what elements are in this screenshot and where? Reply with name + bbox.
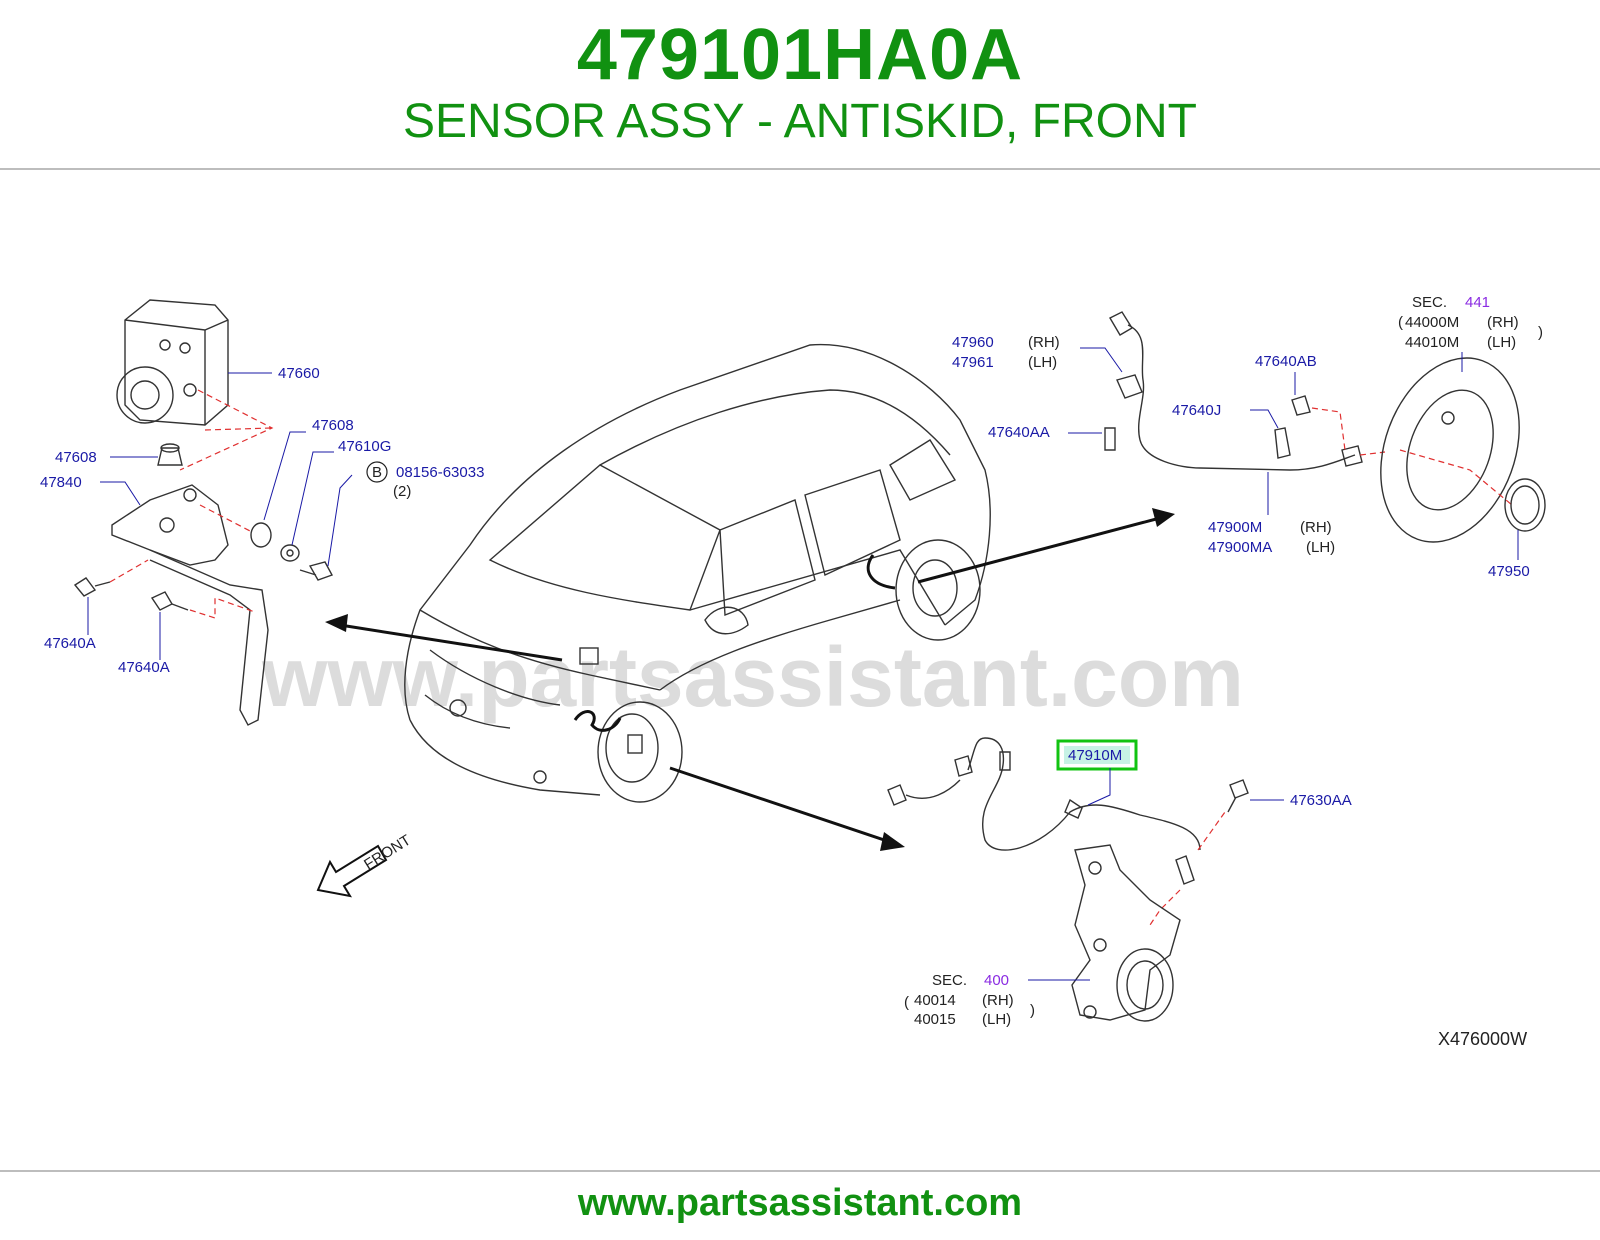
backing-plate xyxy=(1380,357,1520,543)
label-47608-left: 47608 xyxy=(55,449,97,466)
label-47961: 47961 xyxy=(952,354,994,371)
label-44000m-rh: (RH) xyxy=(1487,314,1519,331)
label-47608-right: 47608 xyxy=(312,417,354,434)
label-47640j: 47640J xyxy=(1172,402,1221,419)
car-illustration xyxy=(404,343,991,803)
label-47640ab: 47640AB xyxy=(1255,353,1317,370)
bolt-47630aa xyxy=(1227,779,1249,813)
label-sec400: 400 xyxy=(984,972,1009,989)
bolt-b xyxy=(299,561,334,581)
highlight-fill xyxy=(1064,746,1130,764)
bolt-b-letter: B xyxy=(372,464,382,481)
label-44010m-lh: (LH) xyxy=(1487,334,1516,351)
label-47640a-right: 47640A xyxy=(118,659,170,676)
top-divider xyxy=(0,168,1600,170)
footer-url[interactable]: www.partsassistant.com xyxy=(577,1182,1023,1224)
label-47960: 47960 xyxy=(952,334,994,351)
rear-sensor-harness xyxy=(1104,311,1386,471)
label-47900ma: 47900MA xyxy=(1208,539,1272,556)
label-47900m: 47900M xyxy=(1208,519,1262,536)
label-sec441-prefix: SEC. xyxy=(1412,294,1447,311)
label-47640a-left: 47640A xyxy=(44,635,96,652)
diagram-code: X476000W xyxy=(1438,1029,1527,1049)
header: 479101HA0A SENSOR ASSY - ANTISKID, FRONT xyxy=(0,0,1600,170)
brace-400-close: ) xyxy=(1030,1002,1035,1019)
washer xyxy=(280,544,300,562)
label-40014: 40014 xyxy=(914,992,956,1009)
grommet xyxy=(199,504,272,548)
part-description: SENSOR ASSY - ANTISKID, FRONT xyxy=(403,95,1197,148)
watermark: www.partsassistant.com xyxy=(261,630,1244,724)
label-47840: 47840 xyxy=(40,474,82,491)
label-47640aa: 47640AA xyxy=(988,424,1050,441)
bolt-47640a-right xyxy=(150,591,256,619)
highlight-box xyxy=(1056,739,1138,771)
steering-knuckle xyxy=(1071,844,1181,1022)
front-sensor-harness xyxy=(887,737,1226,926)
label-47630aa: 47630AA xyxy=(1290,792,1352,809)
label-47900ma-lh: (LH) xyxy=(1306,539,1335,556)
label-sec441: 441 xyxy=(1465,294,1490,311)
bolt-b-marker xyxy=(366,461,388,483)
label-40015: 40015 xyxy=(914,1011,956,1028)
label-44010m: 44010M xyxy=(1405,334,1459,351)
label-47660: 47660 xyxy=(278,365,320,382)
label-47950: 47950 xyxy=(1488,563,1530,580)
insulator xyxy=(157,443,183,466)
label-47961-lh: (LH) xyxy=(1028,354,1057,371)
label-47960-rh: (RH) xyxy=(1028,334,1060,351)
seal-ring xyxy=(1504,478,1546,532)
front-direction-arrow: FRONT xyxy=(316,832,414,898)
label-sec400-prefix: SEC. xyxy=(932,972,967,989)
label-44000m: 44000M xyxy=(1405,314,1459,331)
callout-arrows xyxy=(325,508,1175,851)
abs-actuator xyxy=(116,299,274,471)
label-40015-lh: (LH) xyxy=(982,1011,1011,1028)
part-number: 479101HA0A xyxy=(576,15,1024,95)
bolt-47640a-left xyxy=(73,559,149,597)
bottom-divider xyxy=(0,1170,1600,1172)
brace-441-open: ( xyxy=(1398,314,1403,331)
label-47900m-rh: (RH) xyxy=(1300,519,1332,536)
brace-400-open: ( xyxy=(904,994,909,1011)
label-40014-rh: (RH) xyxy=(982,992,1014,1009)
brace-441-close: ) xyxy=(1538,324,1543,341)
label-47910m: 47910M xyxy=(1068,747,1122,764)
label-47610g: 47610G xyxy=(338,438,391,455)
label-qty-2: (2) xyxy=(393,483,411,500)
label-08156-63033: 08156-63033 xyxy=(396,464,484,481)
bracket xyxy=(111,484,269,726)
